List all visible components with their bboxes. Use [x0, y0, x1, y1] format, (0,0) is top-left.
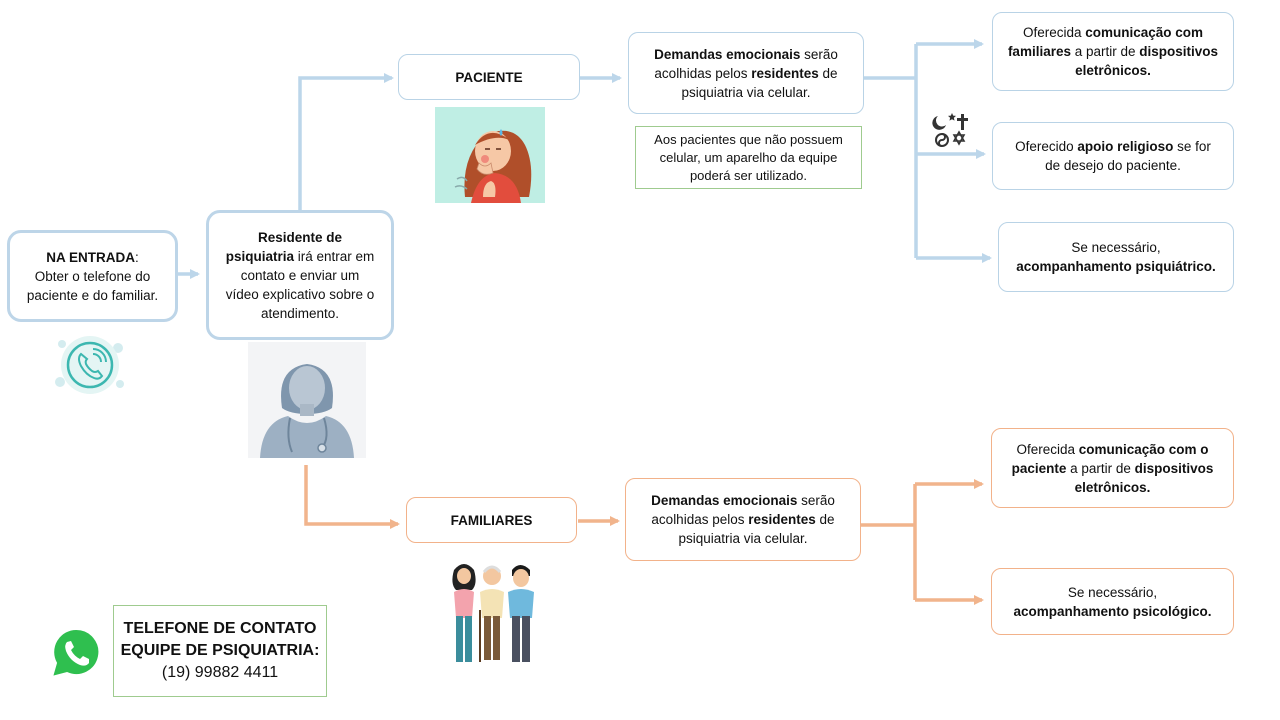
paciente-out1-text1: Oferecida [1022, 25, 1086, 40]
familiares-out1-bold1: comunicação com o paciente [1011, 441, 1209, 476]
paciente-label-box: PACIENTE [398, 54, 580, 100]
familiares-outcome-1: Oferecida comunicação com o paciente a p… [991, 428, 1234, 508]
familiares-demand-text2: de psiquiatria via celular. [678, 512, 835, 546]
contact-line1: TELEFONE DE CONTATO [123, 620, 317, 637]
resident-box: Residente de psiquiatria irá entrar em c… [206, 210, 394, 340]
paciente-note: Aos pacientes que não possuem celular, u… [654, 131, 843, 183]
familiares-label: FAMILIARES [450, 512, 533, 528]
paciente-outcome-1: Oferecida comunicação com familiares a p… [992, 12, 1234, 91]
familiares-out1-text1: Oferecida [1016, 441, 1079, 457]
familiares-demand-bold2: residentes [748, 512, 816, 527]
entry-box: NA ENTRADA: Obter o telefone do paciente… [7, 230, 178, 322]
familiares-out1-bold2: dispositivos eletrônicos. [1074, 460, 1214, 495]
familiares-out2-text1: Se necessário, [1067, 584, 1158, 600]
paciente-demand-box: Demandas emocionais serão acolhidas pelo… [628, 32, 864, 114]
paciente-label: PACIENTE [455, 69, 523, 85]
paciente-out1-bold2: dispositivos eletrônicos. [1075, 44, 1219, 78]
phone-call-icon [55, 336, 124, 394]
familiares-demand-bold1: Demandas emocionais [651, 493, 798, 508]
paciente-out1-text2: a partir de [1070, 44, 1140, 59]
sick-patient-illustration [435, 107, 545, 203]
familiares-demand-box: Demandas emocionais serão acolhidas pelo… [625, 478, 861, 561]
familiares-label-box: FAMILIARES [406, 497, 577, 543]
entry-text: Obter o telefone do paciente e do famili… [26, 268, 159, 303]
familiares-demand-text1: serão acolhidas pelos [651, 493, 835, 527]
paciente-demand-bold2: residentes [751, 65, 819, 81]
doctor-avatar-icon [248, 342, 366, 458]
entry-title: NA ENTRADA [46, 249, 135, 265]
paciente-note-box: Aos pacientes que não possuem celular, u… [635, 126, 862, 189]
paciente-demand-text1: serão acolhidas pelos [654, 46, 838, 81]
religious-symbols-icon [932, 113, 968, 147]
paciente-outcome-2: Oferecido apoio religioso se for de dese… [992, 122, 1234, 190]
resident-bold: Residente de psiquiatria [225, 229, 343, 264]
paciente-demand-bold1: Demandas emocionais [654, 46, 801, 62]
paciente-out2-text1: Oferecido [1015, 139, 1078, 154]
arrow-resident-to-familiares [304, 465, 400, 529]
paciente-out2-bold1: apoio religioso [1077, 139, 1174, 154]
contact-line2: EQUIPE DE PSIQUIATRIA: [120, 642, 320, 659]
paciente-demand-text2: de psiquiatria via celular. [681, 65, 838, 100]
arrow-resident-to-paciente [298, 73, 394, 210]
familiares-outcome-2: Se necessário, acompanhamento psicológic… [991, 568, 1234, 635]
contact-box: TELEFONE DE CONTATO EQUIPE DE PSIQUIATRI… [113, 605, 327, 697]
paciente-out3-text1: Se necessário, [1071, 240, 1161, 255]
resident-text: irá entrar em contato e enviar um vídeo … [225, 248, 375, 321]
family-illustration [452, 564, 534, 662]
contact-phone: (19) 99882 4411 [161, 664, 279, 681]
familiares-out1-text2: a partir de [1066, 460, 1135, 476]
paciente-outcome-3: Se necessário, acompanhamento psiquiátri… [998, 222, 1234, 292]
paciente-out2-text2: se for de desejo do paciente. [1045, 139, 1211, 173]
familiares-out2-bold1: acompanhamento psicológico. [1013, 603, 1212, 619]
whatsapp-icon [50, 627, 101, 679]
paciente-out3-bold1: acompanhamento psiquiátrico. [1016, 259, 1216, 274]
entry-colon: : [134, 249, 139, 265]
paciente-out1-bold1: comunicação com familiares [1007, 25, 1204, 59]
